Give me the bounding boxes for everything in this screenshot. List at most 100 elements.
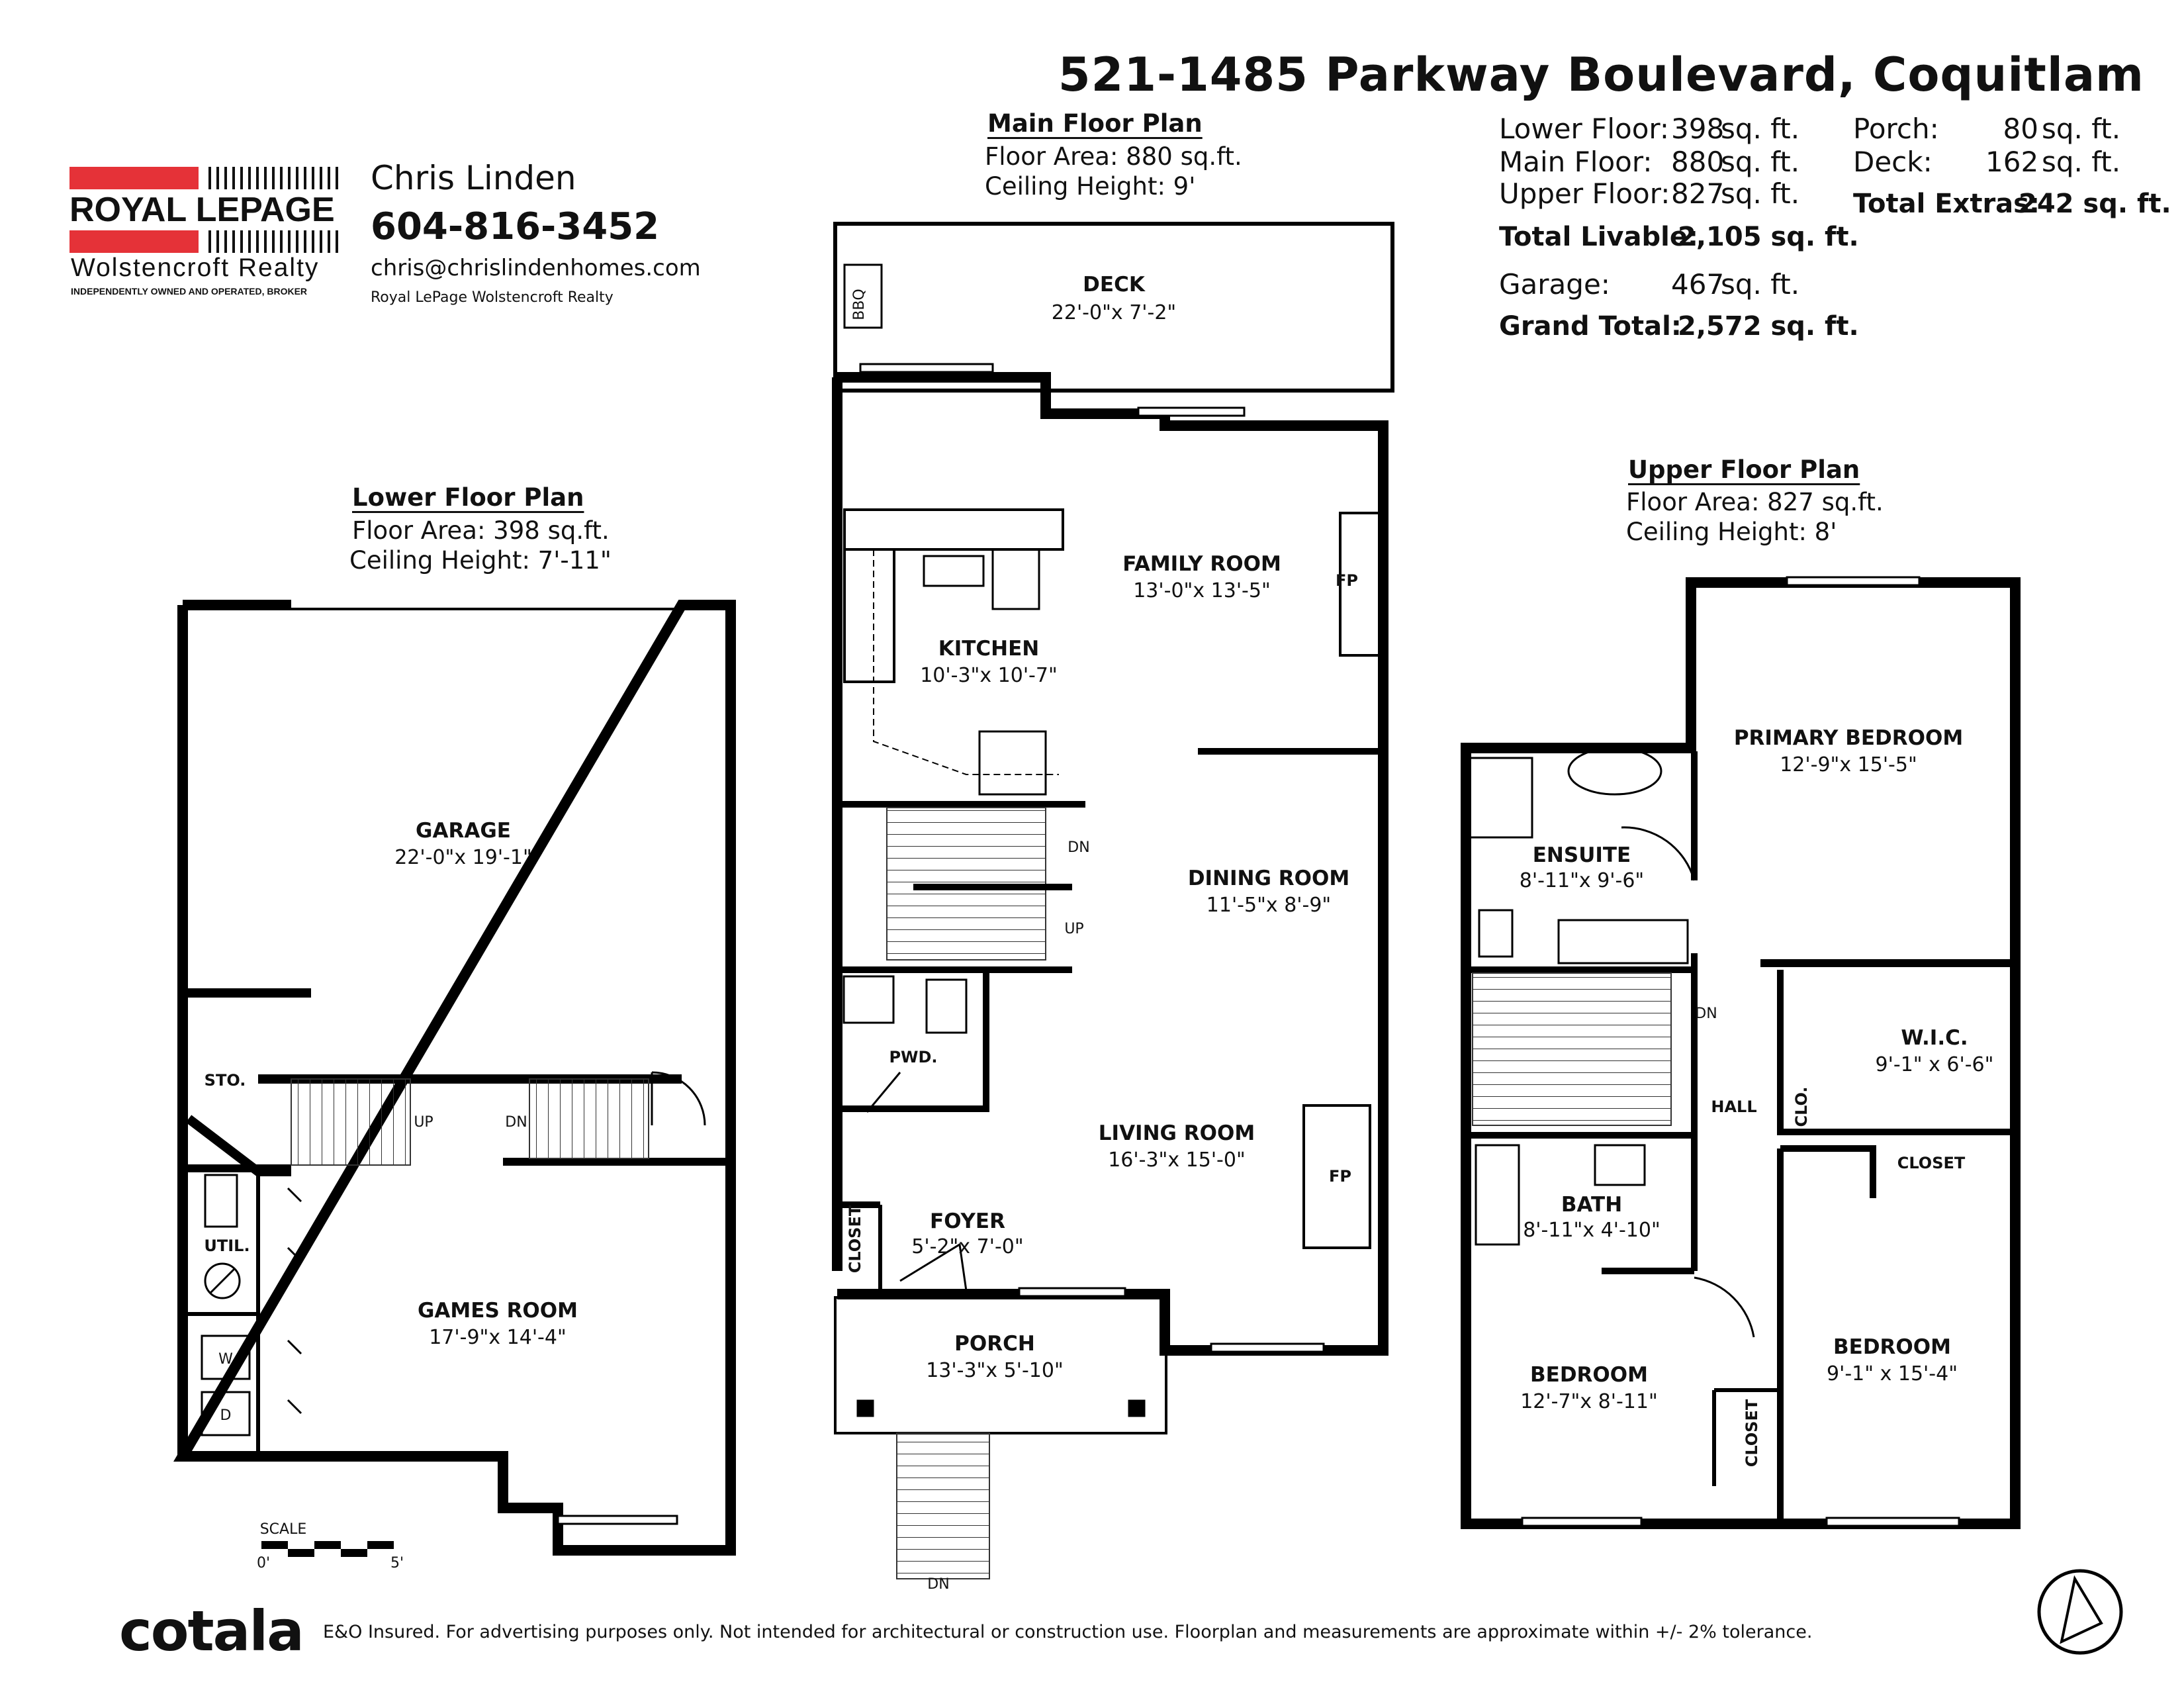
logo-red-bar-bottom [69,230,199,253]
lower-plan-title: Lower Floor Plan [352,483,584,512]
sto-label: STO. [205,1071,246,1090]
logo-sub: Wolstencroft Realty [71,254,320,282]
games-dim: 17'-9"x 14'-4" [429,1326,567,1349]
upper-plan-ceiling: Ceiling Height: 8' [1626,518,1837,546]
area-main-value: 880 [1671,146,1725,178]
furnace-icon [204,1262,241,1299]
scale-bar: SCALE 0' 5' [257,1521,404,1571]
ensuite-label: ENSUITE [1533,843,1631,867]
clo-label: CLO. [1792,1086,1811,1127]
scale-start: 0' [257,1555,270,1571]
bedroom1-window [1521,1517,1643,1527]
area-deck-label: Deck: [1853,146,1933,178]
porch-label: PORCH [954,1332,1035,1356]
bath-walls [1602,970,1698,1274]
pwd-label: PWD. [889,1048,937,1066]
bedroom1-label: BEDROOM [1530,1363,1648,1387]
front-window [1018,1287,1126,1297]
compass-icon [2037,1569,2123,1655]
main-plan-ceiling: Ceiling Height: 9' [985,172,1196,201]
main-dn-label: DN [1068,839,1089,856]
area-deck-unit: sq. ft. [2042,146,2121,178]
living-dim: 16'-3"x 15'-0" [1108,1149,1246,1172]
fp-family-label: FP [1336,571,1358,590]
front-door-swing [899,1243,968,1291]
footer-disclaimer: E&O Insured. For advertising purposes on… [323,1622,1813,1642]
agent-phone[interactable]: 604-816-3452 [371,205,660,248]
cotala-logo: cotala [119,1599,304,1664]
upper-floor-plan [1461,576,2021,1529]
wic-walls [1777,970,2015,1135]
primary-window [1786,576,1921,586]
kitchen-dim: 10'-3"x 10'-7" [920,664,1058,687]
family-dim: 13'-0"x 13'-5" [1133,579,1271,602]
kitchen-island-outline [873,549,1059,775]
dining-dim: 11'-5"x 8'-9" [1206,894,1331,917]
deck-outline [833,222,1394,393]
bedroom2-label: BEDROOM [1833,1335,1951,1359]
foyer-dim: 5'-2"x 7'-0" [911,1235,1023,1258]
water-heater [204,1174,238,1228]
area-total-livable-value: 2,105 sq. ft. [1678,222,1859,252]
upper-plan-title: Upper Floor Plan [1628,455,1860,484]
porch-outline [834,1296,1167,1434]
porch-steps [896,1432,990,1579]
family-fireplace [1339,512,1381,657]
bedroom-closet-wall [1712,1388,1780,1486]
logo-tagline: INDEPENDENTLY OWNED AND OPERATED, BROKER [71,286,308,297]
room-labels: GARAGE 22'-0"x 19'-1" STO. UTIL. GAMES R… [204,273,1993,1593]
bedroom2-left-wall [1777,1145,1876,1524]
upper-plan-area: Floor Area: 827 sq.ft. [1626,488,1884,516]
logo-red-bar-top [69,167,199,189]
area-garage-value: 467 [1671,268,1725,301]
wic-label: W.I.C. [1901,1026,1968,1050]
agent-email[interactable]: chris@chrislindenhomes.com [371,255,701,281]
logo-stripe-bottom [208,230,341,253]
main-floor-plan [832,222,1394,1579]
bath-tub [1475,1144,1520,1246]
area-garage-unit: sq. ft. [1721,268,1800,301]
garage-label: GARAGE [416,819,511,843]
bbq-label: BBQ [851,289,868,320]
bedroom2-window [1825,1517,1960,1527]
living-window [1210,1342,1325,1353]
util-label: UTIL. [204,1237,250,1255]
area-main-label: Main Floor: [1499,146,1653,178]
dryer-label: D [220,1407,232,1424]
area-main-unit: sq. ft. [1721,146,1800,178]
lower-door-swing [651,1071,706,1126]
primary-dim: 12'-9"x 15'-5" [1780,753,1917,776]
porch-post-left [856,1399,874,1417]
closet-bed-label: CLOSET [1743,1399,1761,1467]
lower-floor-plan [173,600,736,1556]
lower-dn-label: DN [505,1114,527,1131]
hall-label: HALL [1711,1098,1756,1116]
area-porch-value: 80 [2003,113,2038,145]
bath-sink [1594,1144,1646,1186]
games-label: GAMES ROOM [418,1299,578,1323]
area-grand-total-value: 2,572 sq. ft. [1678,311,1859,342]
primary-label: PRIMARY BEDROOM [1734,726,1963,750]
area-total-extras-value: 242 sq. ft. [2019,189,2171,219]
wic-dim: 9'-1" x 6'-6" [1876,1053,1994,1076]
lower-up-label: UP [414,1114,433,1131]
logo-stripe-top [208,167,341,189]
dining-label: DINING ROOM [1188,867,1349,890]
lower-stairs-up [291,1078,411,1166]
area-lower-value: 398 [1671,113,1725,145]
area-deck-value: 162 [1985,146,2039,178]
pwd-sink [842,975,895,1024]
living-fireplace [1302,1104,1371,1249]
porch-dn-label: DN [927,1576,949,1593]
ensuite-dim: 8'-11"x 9'-6" [1520,869,1644,892]
area-upper-label: Upper Floor: [1499,177,1670,210]
garage-dim: 22'-0"x 19'-1" [394,846,532,869]
ensuite-door-swing [1621,826,1696,881]
agent-company: Royal LePage Wolstencroft Realty [371,289,614,306]
shower [1468,757,1533,839]
bbq-icon [843,263,883,329]
scale-label: SCALE [260,1521,307,1538]
area-garage-label: Garage: [1499,268,1610,301]
pwd-toilet [925,978,968,1034]
